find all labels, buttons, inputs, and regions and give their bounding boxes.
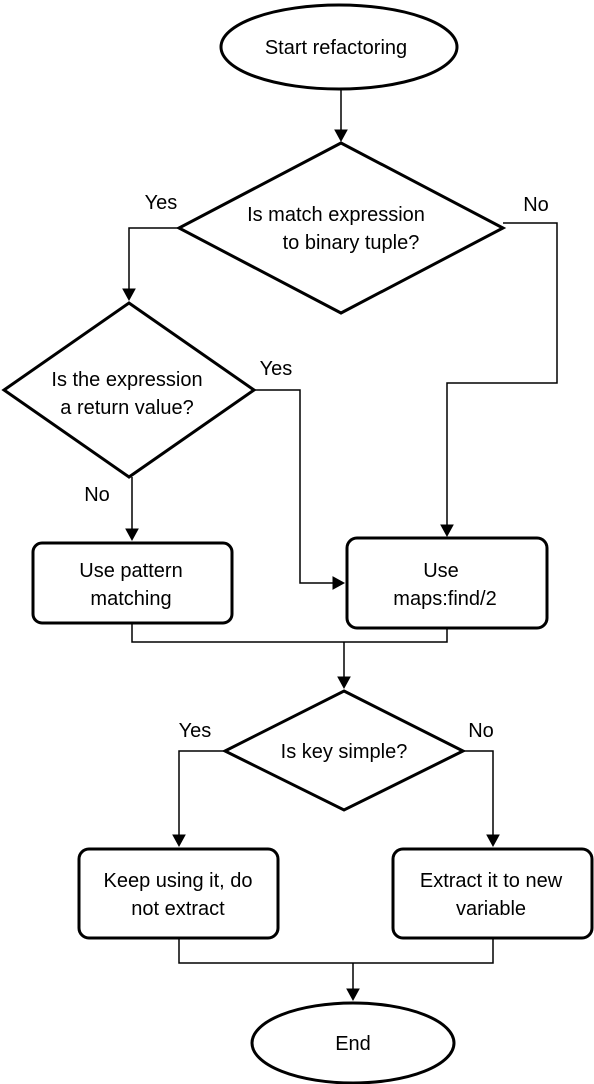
connectors: [122, 90, 558, 1002]
decision-binary-tuple-line-2: to binary tuple?: [283, 232, 420, 254]
process-extract-line-2: variable: [456, 898, 526, 920]
process-maps-find-line-1: Use: [423, 560, 459, 582]
decision-key-simple-label: Is key simple?: [281, 741, 408, 763]
edge-key-simple-no: [463, 750, 494, 838]
edge-binary-tuple-yes: [128, 227, 180, 292]
process-keep-using-shape: [77, 847, 280, 940]
process-pattern-matching-line-1: Use pattern: [79, 560, 182, 582]
arrowhead: [334, 129, 348, 143]
process-extract-shape: [391, 847, 594, 940]
process-pattern-matching-line-2: matching: [90, 588, 171, 610]
process-maps-find: Use maps:find/2: [345, 536, 549, 630]
edge-binary-tuple-no: [446, 222, 558, 528]
process-maps-find-line-2: maps:find/2: [393, 588, 496, 610]
process-keep-using-line-1: Keep using it, do: [104, 870, 253, 892]
decision-return-value-line-2: a return value?: [60, 397, 193, 419]
decision-binary-tuple: Is match expression to binary tuple?: [175, 141, 507, 315]
edge-bottom-merge: [178, 938, 494, 964]
decision-return-value-line-1: Is the expression: [51, 369, 202, 391]
label-key-simple-no: No: [468, 720, 494, 742]
end-terminal-shape: [250, 1001, 456, 1084]
edge-key-simple-yes: [178, 750, 225, 838]
start-node-label: Start refactoring: [265, 37, 407, 59]
label-return-value-yes: Yes: [260, 358, 293, 380]
arrowhead: [172, 834, 186, 848]
edge-return-value-yes: [254, 389, 336, 584]
arrowhead: [332, 576, 346, 590]
decision-key-simple: Is key simple?: [221, 689, 467, 812]
decision-key-simple-shape: [221, 689, 467, 812]
decision-return-value: Is the expression a return value?: [1, 301, 257, 479]
label-return-value-no: No: [84, 484, 110, 506]
process-extract-line-1: Extract it to new: [420, 870, 563, 892]
process-pattern-matching-shape: [31, 541, 234, 625]
start-node: Start refactoring: [219, 3, 459, 91]
end-node: End: [250, 1001, 456, 1084]
arrowhead: [122, 288, 136, 302]
decision-return-value-shape: [1, 301, 257, 479]
decision-binary-tuple-shape: [175, 141, 507, 315]
process-keep-using-line-2: not extract: [131, 898, 225, 920]
label-binary-tuple-yes: Yes: [145, 192, 178, 214]
edge-pattern-matching-merge: [131, 623, 448, 643]
arrowhead: [486, 834, 500, 848]
arrowhead: [125, 528, 139, 542]
arrowhead: [346, 988, 360, 1002]
edge-labels: Yes No Yes No Yes No: [84, 192, 549, 742]
arrowhead: [440, 524, 454, 538]
process-pattern-matching: Use pattern matching: [31, 541, 234, 625]
label-key-simple-yes: Yes: [179, 720, 212, 742]
arrowhead: [337, 676, 351, 690]
process-keep-using: Keep using it, do not extract: [77, 847, 280, 940]
start-terminal-shape: [219, 3, 459, 91]
decision-binary-tuple-line-1: Is match expression: [247, 204, 425, 226]
process-extract: Extract it to new variable: [391, 847, 594, 940]
process-maps-find-shape: [345, 536, 549, 630]
end-node-label: End: [335, 1033, 371, 1055]
label-binary-tuple-no: No: [523, 194, 549, 216]
